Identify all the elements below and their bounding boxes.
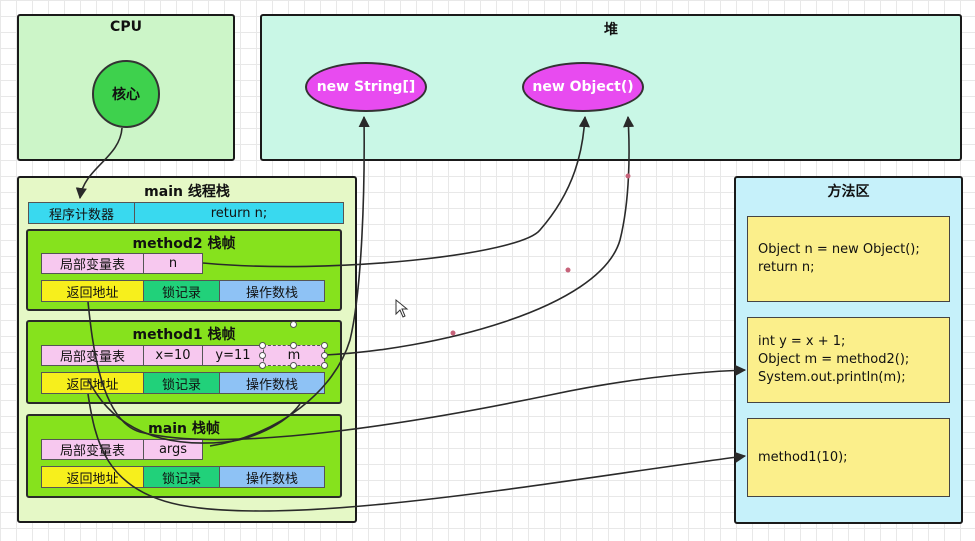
code-line: Object n = new Object();	[758, 242, 920, 257]
program-counter-label: 程序计数器	[28, 202, 135, 224]
frame-title: main 栈帧	[148, 421, 220, 437]
stack-title: main 线程栈	[144, 184, 230, 200]
lock-record: 锁记录	[143, 466, 220, 488]
return-address: 返回地址	[41, 466, 144, 488]
operand-stack: 操作数栈	[219, 466, 325, 488]
code-line: method1(10);	[758, 449, 848, 465]
local-variable-args: args	[143, 439, 203, 460]
connector-dot	[565, 267, 571, 273]
code-line: return n;	[758, 260, 815, 275]
method2-code-block: Object n = new Object(); return n;	[747, 216, 950, 302]
heap-object-label: new String[]	[316, 79, 416, 95]
core-label: 核心	[112, 87, 140, 103]
program-counter-value: return n;	[134, 202, 344, 224]
code-line: int y = x + 1;	[758, 334, 846, 349]
mouse-cursor-icon	[395, 298, 409, 318]
method1-code-block: int y = x + 1; Object m = method2(); Sys…	[747, 317, 950, 403]
resize-handle[interactable]	[321, 342, 328, 349]
rotate-handle[interactable]	[290, 321, 297, 328]
local-variable-n: n	[143, 253, 203, 274]
cpu-title: CPU	[110, 19, 142, 35]
resize-handle[interactable]	[290, 342, 297, 349]
core-node: 核心	[92, 60, 160, 128]
lock-record: 锁记录	[143, 372, 220, 394]
operand-stack: 操作数栈	[219, 280, 325, 302]
lock-record: 锁记录	[143, 280, 220, 302]
code-line: System.out.println(m);	[758, 370, 906, 385]
main-code-block: method1(10);	[747, 418, 950, 497]
return-address: 返回地址	[41, 280, 144, 302]
resize-handle[interactable]	[259, 362, 266, 369]
local-variable-y: y=11	[202, 345, 264, 366]
code-line: Object m = method2();	[758, 352, 910, 367]
return-address: 返回地址	[41, 372, 144, 394]
resize-handle[interactable]	[321, 362, 328, 369]
heap-title: 堆	[604, 22, 618, 38]
heap-object-label: new Object()	[532, 79, 634, 95]
heap-object-string-array: new String[]	[305, 62, 427, 112]
method-area-title: 方法区	[827, 184, 870, 200]
resize-handle[interactable]	[321, 352, 328, 359]
resize-handle[interactable]	[259, 352, 266, 359]
connector-dot	[625, 173, 631, 179]
resize-handle[interactable]	[259, 342, 266, 349]
heap-object-object: new Object()	[522, 62, 644, 112]
local-variable-table-label: 局部变量表	[41, 253, 144, 274]
local-variable-table-label: 局部变量表	[41, 345, 144, 366]
local-variable-table-label: 局部变量表	[41, 439, 144, 460]
resize-handle[interactable]	[290, 362, 297, 369]
connector-dot	[450, 330, 456, 336]
frame-title: method2 栈帧	[132, 236, 236, 252]
local-variable-x: x=10	[143, 345, 203, 366]
operand-stack: 操作数栈	[219, 372, 325, 394]
